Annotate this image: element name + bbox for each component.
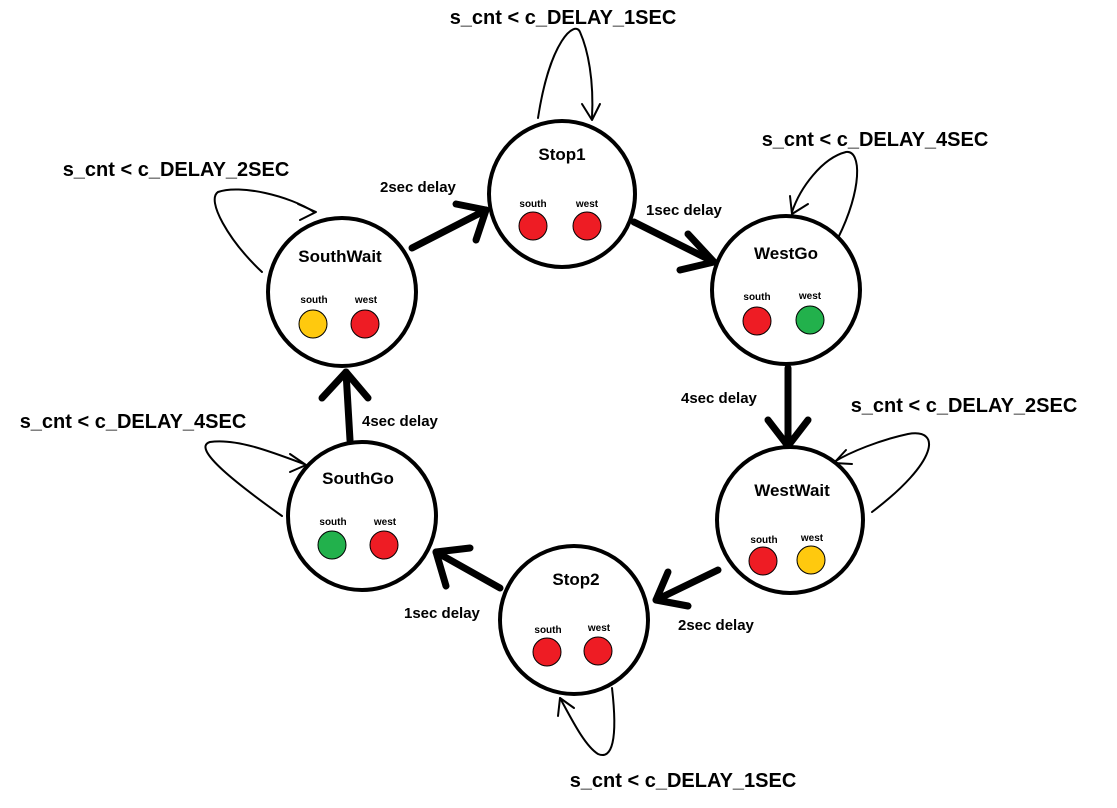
west-light (369, 530, 399, 560)
transition-southgo-southwait (318, 368, 372, 444)
south-light-label: south (743, 292, 770, 303)
state-name: Stop2 (552, 570, 599, 589)
self-loop-stop1 (537, 27, 601, 121)
self-loop-label-southgo: s_cnt < c_DELAY_4SEC (20, 411, 247, 433)
west-light (795, 305, 825, 335)
south-light (742, 306, 772, 336)
self-loop-label-southwait: s_cnt < c_DELAY_2SEC (63, 159, 290, 181)
state-southwait: SouthWait south west (266, 216, 418, 368)
self-loop-label-westgo: s_cnt < c_DELAY_4SEC (762, 129, 989, 151)
west-light-label: west (587, 623, 611, 634)
transition-label-westgo-westwait: 4sec delay (681, 390, 758, 407)
south-light-label: south (300, 295, 327, 306)
state-westgo: WestGo south west (710, 214, 862, 366)
self-loop-westgo (789, 151, 859, 239)
south-light-label: south (750, 535, 777, 546)
west-light (350, 309, 380, 339)
transition-label-southgo-southwait: 4sec delay (362, 413, 439, 430)
transition-southwait-stop1 (408, 200, 490, 252)
transition-stop1-westgo (630, 218, 718, 274)
state-stop1: Stop1 south west (487, 119, 637, 269)
state-name: Stop1 (538, 145, 585, 164)
west-light-label: west (575, 199, 599, 210)
transition-westgo-westwait (764, 364, 812, 450)
state-westwait: WestWait south west (715, 445, 865, 595)
south-light-label: south (519, 199, 546, 210)
transition-westwait-stop2 (652, 566, 722, 610)
west-light-label: west (800, 533, 824, 544)
transition-label-southwait-stop1: 2sec delay (380, 179, 457, 196)
self-loop-label-stop2: s_cnt < c_DELAY_1SEC (570, 770, 797, 792)
south-light-label: south (319, 517, 346, 528)
state-name: WestWait (754, 481, 830, 500)
west-light (583, 636, 613, 666)
west-light-label: west (354, 295, 378, 306)
transition-label-stop2-southgo: 1sec delay (404, 605, 481, 622)
state-name: WestGo (754, 244, 818, 263)
south-light (518, 211, 548, 241)
transition-stop2-southgo (432, 544, 504, 592)
west-light-label: west (373, 517, 397, 528)
south-light (748, 546, 778, 576)
self-loop-label-westwait: s_cnt < c_DELAY_2SEC (851, 395, 1078, 417)
state-southgo: SouthGo south west (286, 440, 438, 592)
south-light-label: south (534, 625, 561, 636)
self-loop-stop2 (557, 687, 616, 757)
south-light (298, 309, 328, 339)
state-name: SouthWait (298, 247, 382, 266)
south-light (317, 530, 347, 560)
state-stop2: Stop2 south west (498, 544, 650, 696)
transition-label-westwait-stop2: 2sec delay (678, 617, 755, 634)
west-light (796, 545, 826, 575)
west-light (572, 211, 602, 241)
self-loop-label-stop1: s_cnt < c_DELAY_1SEC (450, 7, 677, 29)
self-loop-southwait (213, 188, 317, 273)
transition-label-stop1-westgo: 1sec delay (646, 202, 723, 219)
state-name: SouthGo (322, 469, 394, 488)
west-light-label: west (798, 291, 822, 302)
south-light (532, 637, 562, 667)
